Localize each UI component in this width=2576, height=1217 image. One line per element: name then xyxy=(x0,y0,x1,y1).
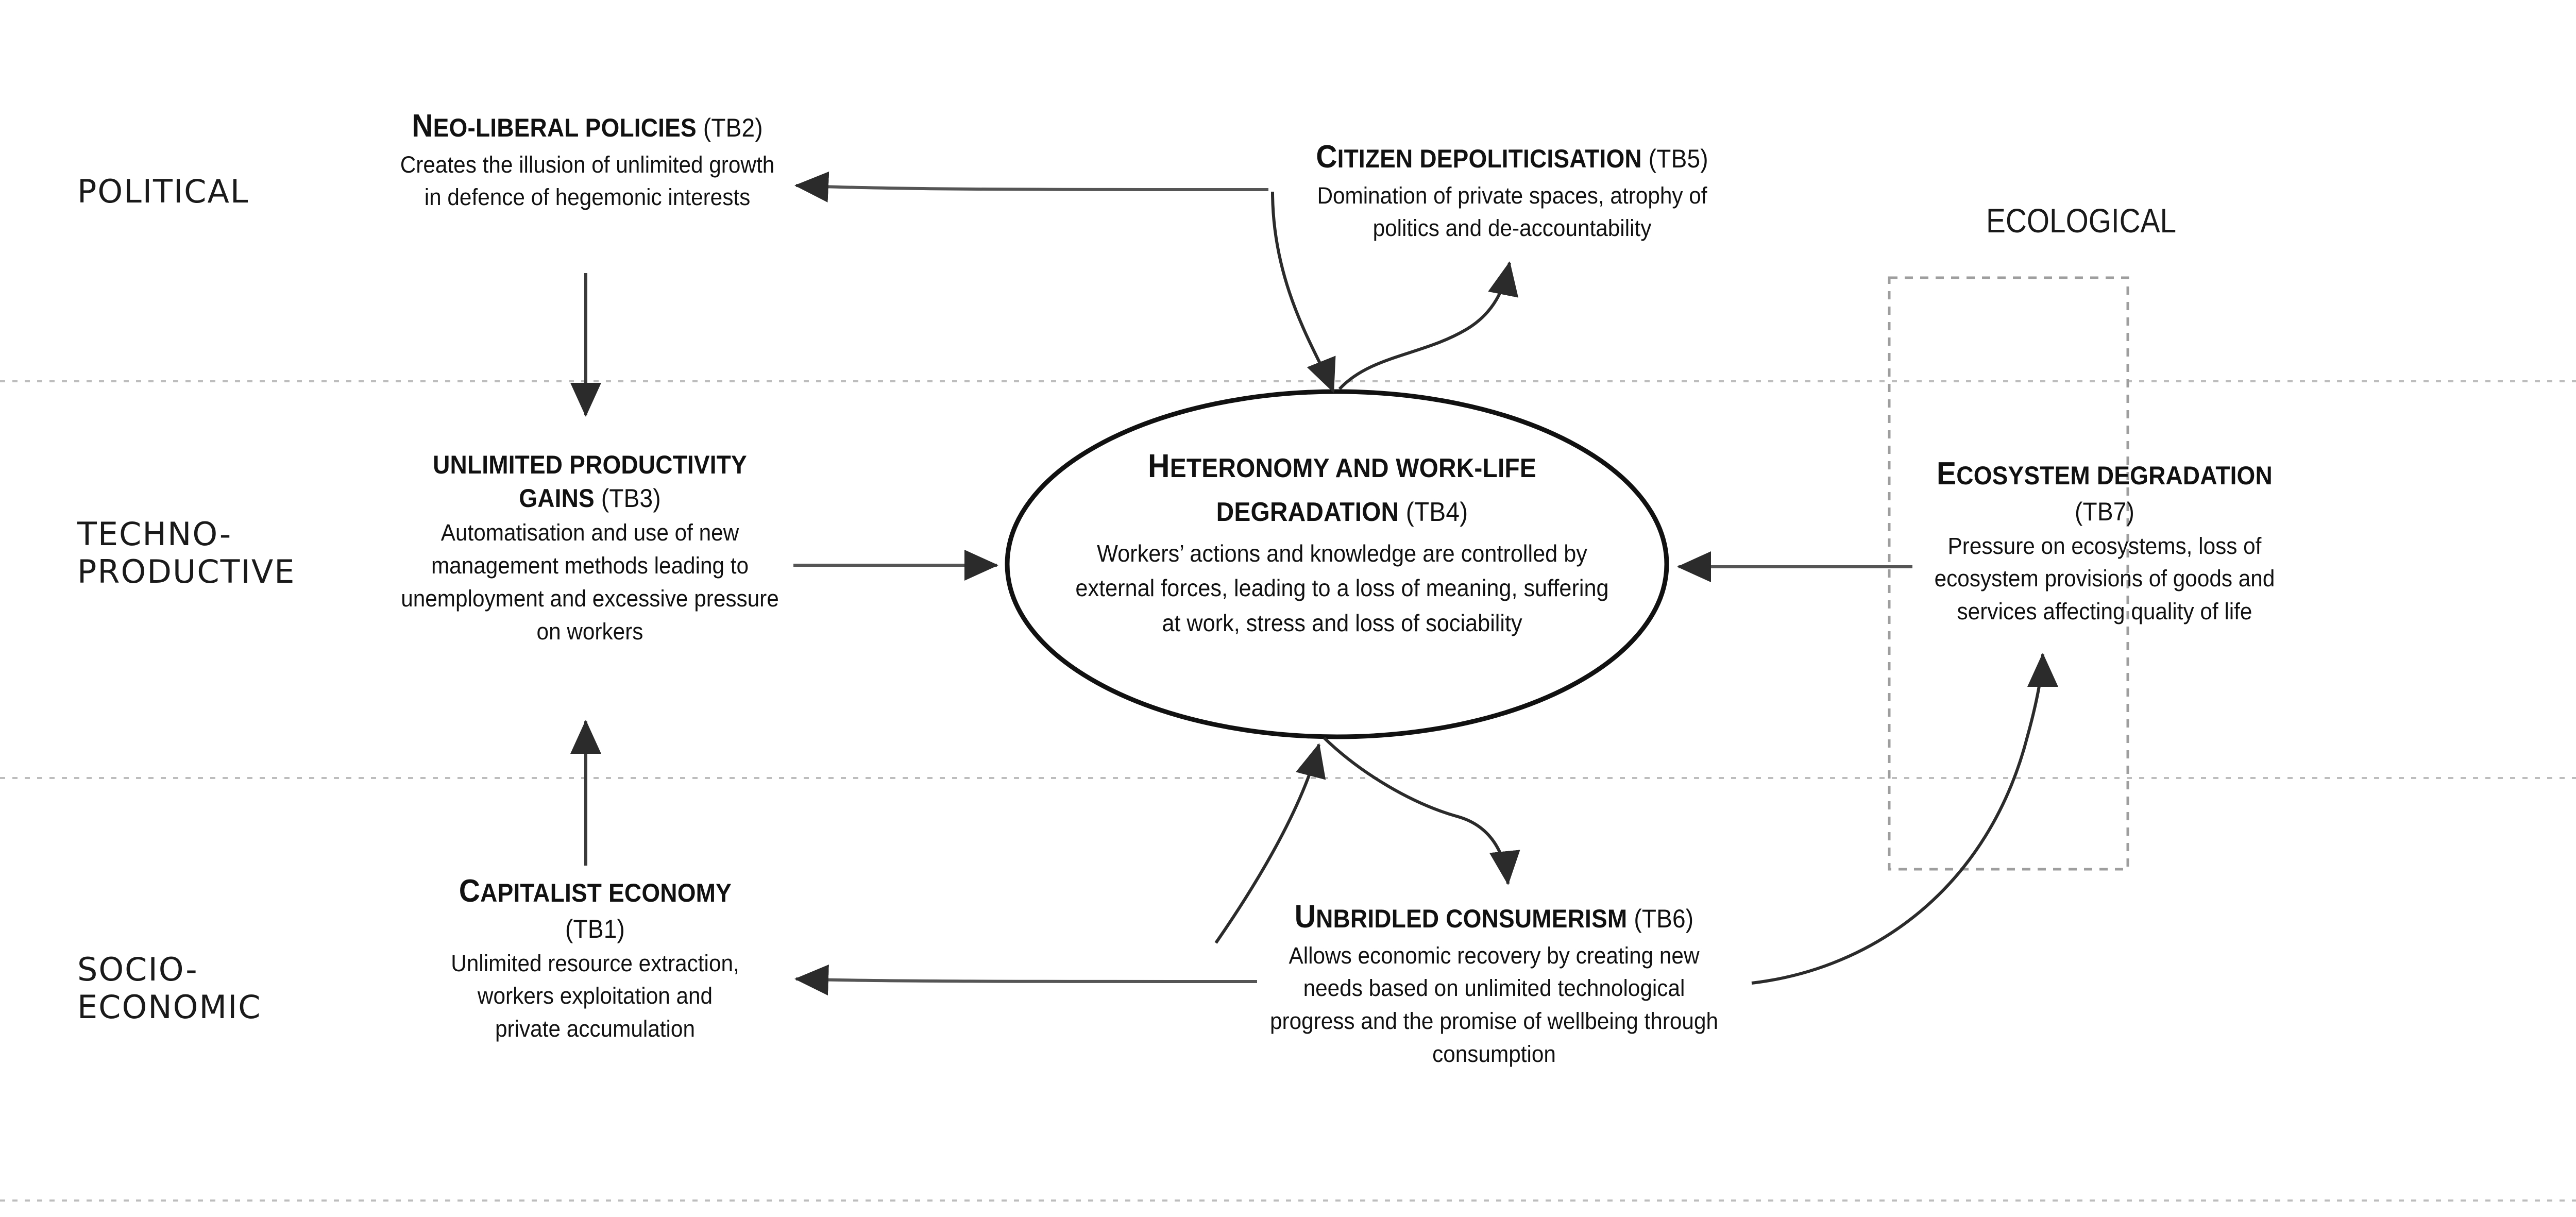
node-tb7-body: Pressure on ecosystems, loss of ecosyste… xyxy=(1934,532,2275,625)
node-tb5-body: Domination of private spaces, atrophy of… xyxy=(1317,182,1707,242)
category-label-ecological: ECOLOGICAL xyxy=(1986,201,2177,240)
node-tb4: HETERONOMY AND WORK-LIFE DEGRADATION (TB… xyxy=(1054,441,1631,641)
edge-tb4-to-tb6 xyxy=(1323,736,1520,885)
ecological-dashed-box xyxy=(1888,276,2129,871)
node-tb4-body: Workers’ actions and knowledge are contr… xyxy=(1075,539,1609,636)
node-tb1-title: CAPITALIST ECONOMY (TB1) xyxy=(459,873,732,943)
edge-tb4-to-tb5 xyxy=(1338,261,1519,391)
node-tb2: NEO-LIBERAL POLICIES (TB2) Creates the i… xyxy=(381,106,793,214)
node-tb6: UNBRIDLED CONSUMERISM (TB6) Allows econo… xyxy=(1252,897,1736,1071)
node-tb7-title: ECOSYSTEM DEGRADATION (TB7) xyxy=(1937,456,2273,526)
node-tb3: UNLIMITED PRODUCTIVITY GAINS (TB3) Autom… xyxy=(386,448,793,648)
node-tb5: CITIZEN DEPOLITICISATION (TB5) Dominatio… xyxy=(1270,137,1754,245)
node-tb1-body: Unlimited resource extraction, workers e… xyxy=(451,950,739,1042)
edge-tb5-to-tb4 xyxy=(1271,191,1336,393)
node-tb3-body: Automatisation and use of new management… xyxy=(401,519,779,645)
node-tb3-title: UNLIMITED PRODUCTIVITY GAINS (TB3) xyxy=(433,450,747,513)
edge-tb6-to-tb1 xyxy=(794,965,1258,996)
tb4-ellipse xyxy=(1005,389,1669,739)
node-tb4-title: HETERONOMY AND WORK-LIFE DEGRADATION (TB… xyxy=(1148,447,1536,528)
edge-tb6-to-tb7 xyxy=(1751,653,2058,985)
node-tb5-title: CITIZEN DEPOLITICISATION (TB5) xyxy=(1316,139,1708,175)
node-tb7: ECOSYSTEM DEGRADATION (TB7) Pressure on … xyxy=(1919,453,2290,628)
edge-tb6-to-tb4 xyxy=(1214,743,1326,944)
edge-tb5-to-tb2 xyxy=(794,171,1269,202)
category-label-political: POLITICAL xyxy=(77,173,249,210)
node-tb1: CAPITALIST ECONOMY (TB1) Unlimited resou… xyxy=(435,871,755,1045)
category-label-techno-productive: TECHNO- PRODUCTIVE xyxy=(77,515,296,591)
node-tb6-body: Allows economic recovery by creating new… xyxy=(1269,942,1719,1068)
node-tb6-title: UNBRIDLED CONSUMERISM (TB6) xyxy=(1294,899,1694,935)
category-label-socio-economic: SOCIO- ECONOMIC xyxy=(77,951,262,1026)
node-tb2-title: NEO-LIBERAL POLICIES (TB2) xyxy=(412,108,763,144)
node-tb2-body: Creates the illusion of unlimited growth… xyxy=(400,151,775,211)
